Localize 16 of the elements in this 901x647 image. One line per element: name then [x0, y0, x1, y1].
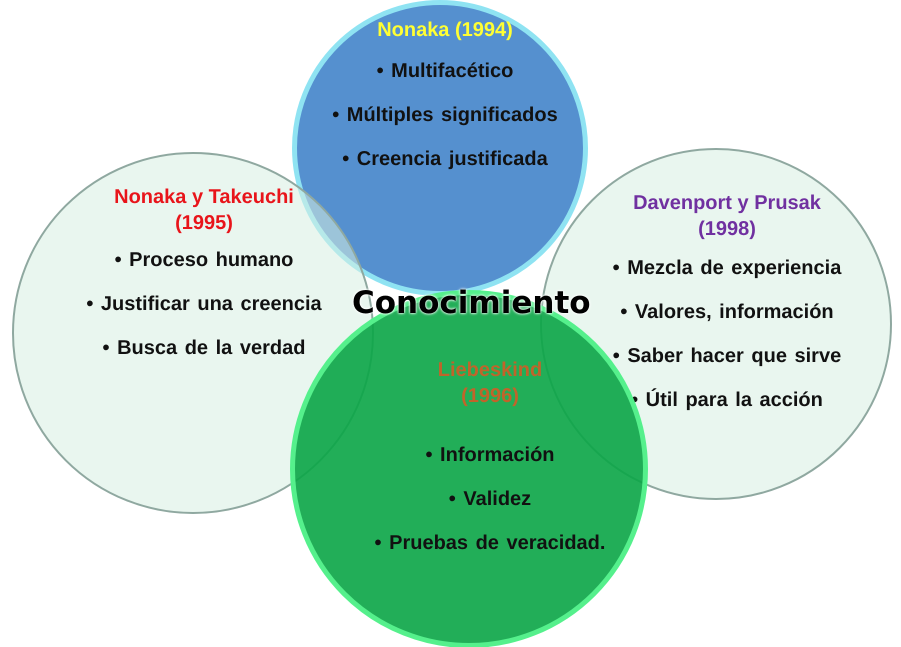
bullet-item: • Proceso humano [114, 248, 294, 273]
circle-heading: Nonaka (1994) [376, 18, 514, 43]
bullet-item: • Busca de la verdad [102, 336, 306, 361]
bullet-item: • Valores, información [619, 300, 835, 325]
bullet-item: • Múltiples significados [332, 103, 558, 128]
bullet-item: • Multifacético [376, 59, 514, 84]
bullet-item: • Justificar una creencia [86, 292, 322, 317]
bullet-item: • Pruebas de veracidad. [374, 531, 606, 556]
bullet-item: • Saber hacer que sirve [612, 344, 842, 369]
bullet-item: • Creencia justificada [341, 147, 549, 172]
circle-heading: Nonaka y Takeuchi (1995) [113, 185, 295, 236]
bullet-item: • Validez [448, 487, 532, 512]
bullet-item: • Mezcla de experiencia [612, 256, 842, 281]
bullet-item: • Información [424, 443, 556, 468]
circle-heading: Davenport y Prusak (1998) [632, 191, 822, 242]
circle-heading: Liebeskind (1996) [436, 358, 544, 409]
